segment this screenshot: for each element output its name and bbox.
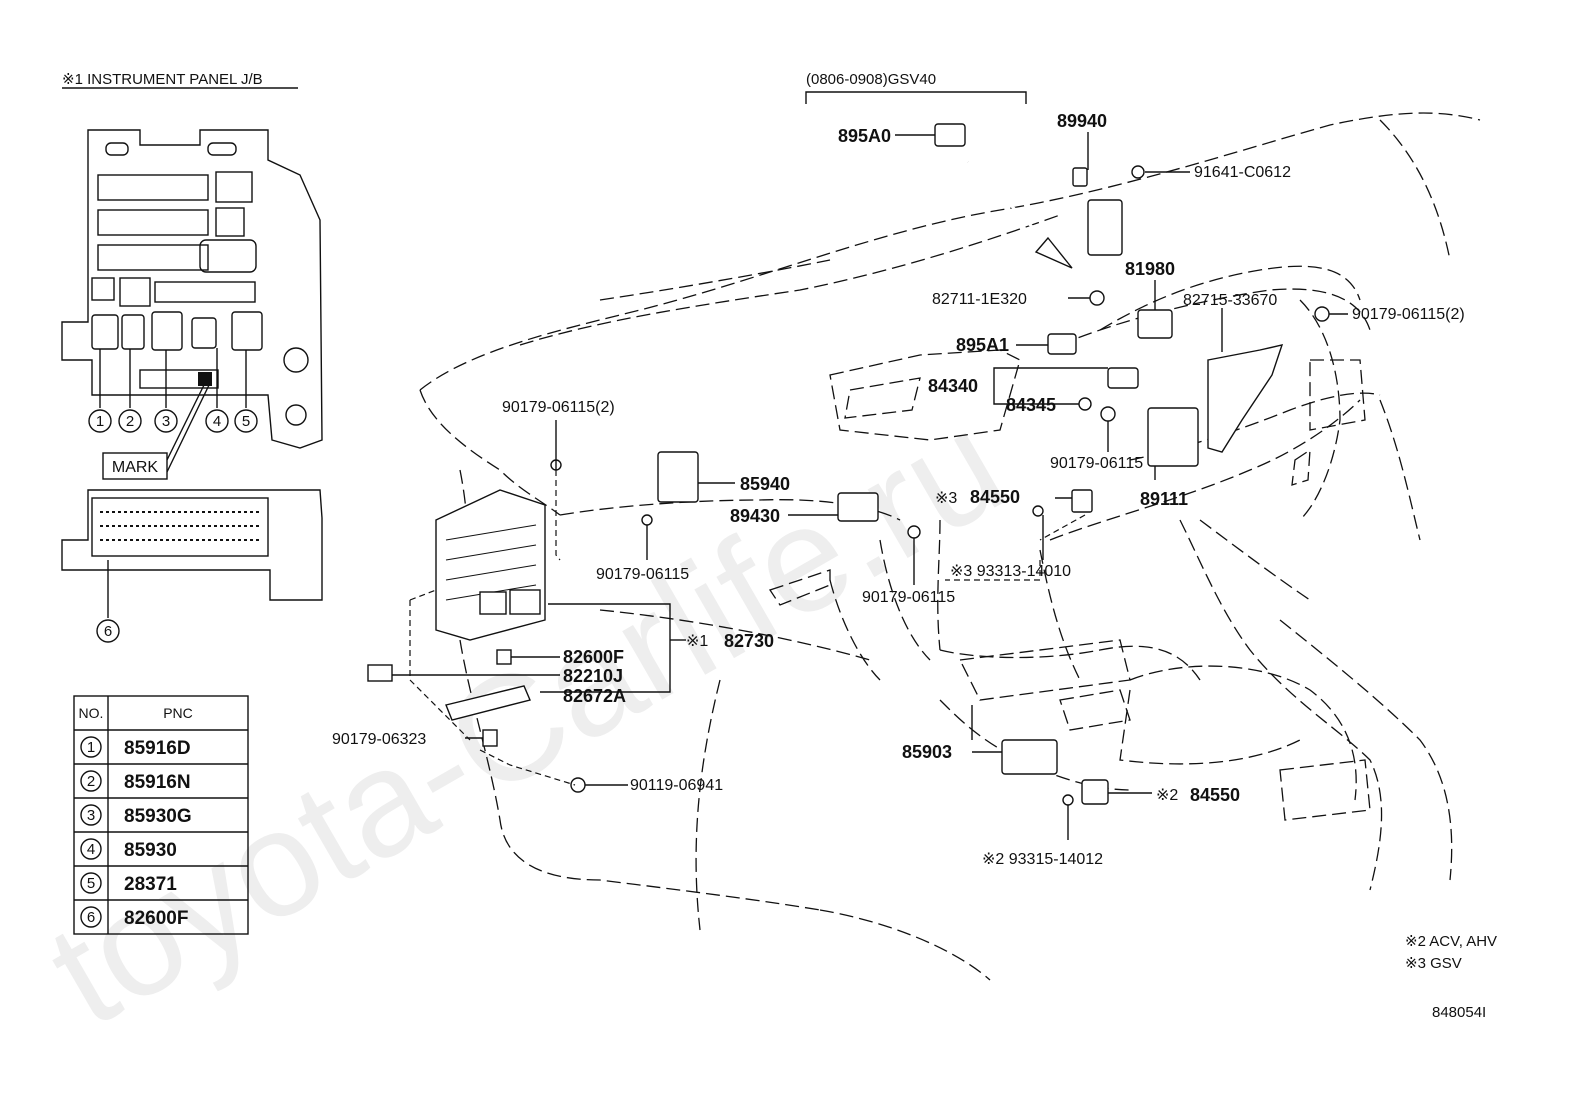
label-90119-06941: 90119-06941 xyxy=(630,777,723,794)
callout-2: 2 xyxy=(118,409,142,433)
svg-text:3: 3 xyxy=(162,413,170,430)
label-90179-06115-2-left: 90179-06115(2) xyxy=(502,399,615,416)
svg-text:4: 4 xyxy=(87,841,95,858)
table-header-no: NO. xyxy=(79,705,104,721)
label-90179-06115-2-right: 90179-06115(2) xyxy=(1352,306,1465,323)
svg-text:2: 2 xyxy=(87,773,95,790)
label-89940: 89940 xyxy=(1057,111,1107,131)
svg-text:5: 5 xyxy=(87,875,95,892)
label-93313-14010: ※3 93313-14010 xyxy=(950,563,1071,580)
label-84550-acv-mark: ※2 xyxy=(1156,787,1178,804)
table-row: 1 85916D xyxy=(80,736,191,759)
table-row: 3 85930G xyxy=(80,804,192,827)
svg-text:85930G: 85930G xyxy=(124,806,192,827)
callout-5: 5 xyxy=(234,409,258,433)
label-82730: 82730 xyxy=(724,631,774,651)
label-82711-1E320: 82711-1E320 xyxy=(932,291,1027,308)
label-90179-06323: 90179-06323 xyxy=(332,731,426,748)
callout-1: 1 xyxy=(88,409,112,433)
label-82672A: 82672A xyxy=(563,686,626,706)
label-91641-C0612: 91641-C0612 xyxy=(1194,164,1291,181)
label-84550-acv: 84550 xyxy=(1190,785,1240,805)
leader-lines xyxy=(392,132,1348,840)
label-85940: 85940 xyxy=(740,474,790,494)
label-89430: 89430 xyxy=(730,506,780,526)
table-row: 4 85930 xyxy=(80,838,177,861)
table-row: 5 28371 xyxy=(80,872,177,895)
svg-text:4: 4 xyxy=(213,413,221,430)
jb-title: ※1 INSTRUMENT PANEL J/B xyxy=(62,71,263,88)
dashed-leaders xyxy=(409,470,1086,786)
note-acv: ※2 ACV, AHV xyxy=(1405,933,1497,950)
label-895A0: 895A0 xyxy=(838,126,891,146)
label-84550-gsv-mark: ※3 xyxy=(935,490,957,507)
part-labels: 895A0 89940 91641-C0612 81980 82711-1E32… xyxy=(332,111,1465,868)
svg-text:MARK: MARK xyxy=(112,459,159,476)
table-header-pnc: PNC xyxy=(163,705,193,721)
svg-text:82600F: 82600F xyxy=(124,908,188,929)
svg-text:85916N: 85916N xyxy=(124,772,191,793)
svg-text:28371: 28371 xyxy=(124,874,177,895)
svg-text:1: 1 xyxy=(96,413,104,430)
location-arrow xyxy=(966,160,1073,269)
svg-text:85916D: 85916D xyxy=(124,738,191,759)
figure-id: 848054I xyxy=(1432,1004,1486,1021)
label-90179-06115-upper: 90179-06115 xyxy=(1050,455,1143,472)
label-90179-06115-lower: 90179-06115 xyxy=(862,589,955,606)
callout-6: 6 xyxy=(96,619,120,643)
footnotes: ※2 ACV, AHV ※3 GSV 848054I xyxy=(1405,933,1497,1021)
svg-text:3: 3 xyxy=(87,807,95,824)
label-84340: 84340 xyxy=(928,376,978,396)
label-84550-gsv: 84550 xyxy=(970,487,1020,507)
label-82600F: 82600F xyxy=(563,647,624,667)
svg-text:(0806-0908)GSV40: (0806-0908)GSV40 xyxy=(806,71,936,88)
table-row: 2 85916N xyxy=(80,770,191,793)
svg-text:6: 6 xyxy=(87,909,95,926)
part-shapes xyxy=(367,123,1330,806)
label-85903: 85903 xyxy=(902,742,952,762)
table-row: 6 82600F xyxy=(80,906,188,929)
mark-label: MARK xyxy=(102,382,211,480)
label-84345: 84345 xyxy=(1006,395,1056,415)
label-895A1: 895A1 xyxy=(956,335,1009,355)
label-81980: 81980 xyxy=(1125,259,1175,279)
label-82715-33670: 82715-33670 xyxy=(1183,292,1277,309)
label-82210J: 82210J xyxy=(563,666,623,686)
svg-text:5: 5 xyxy=(242,413,250,430)
svg-text:85930: 85930 xyxy=(124,840,177,861)
callout-3: 3 xyxy=(154,409,178,433)
callout-4: 4 xyxy=(205,409,229,433)
label-90179-06115-mid: 90179-06115 xyxy=(596,566,689,583)
variant-bracket: (0806-0908)GSV40 xyxy=(805,71,1027,104)
label-93315-14012: ※2 93315-14012 xyxy=(982,851,1103,868)
svg-text:1: 1 xyxy=(87,739,95,756)
svg-text:2: 2 xyxy=(126,413,134,430)
svg-text:6: 6 xyxy=(104,623,112,640)
junction-block-inset: ※1 INSTRUMENT PANEL J/B 1 xyxy=(61,71,323,643)
pnc-table: NO. PNC 1 85916D 2 85916N 3 85930G 4 859… xyxy=(73,695,249,935)
label-82730-mark: ※1 xyxy=(686,633,708,650)
note-gsv: ※3 GSV xyxy=(1405,955,1462,972)
label-89111: 89111 xyxy=(1140,489,1188,509)
